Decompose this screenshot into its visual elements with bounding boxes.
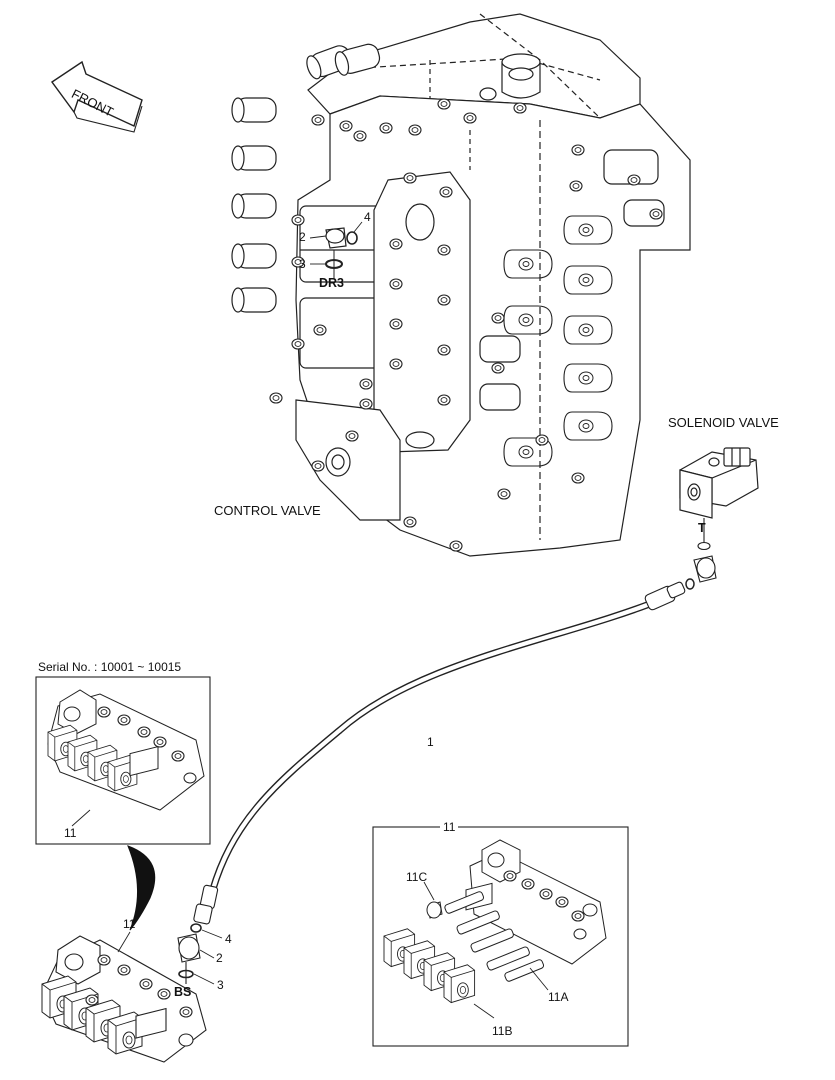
callout-main-11: 11 (123, 917, 136, 931)
hose-drawing (206, 596, 662, 901)
hose-end-fittings (193, 581, 686, 925)
callout-fitting-2: 2 (216, 951, 223, 965)
solenoid-valve-drawing (679, 447, 759, 519)
callout-box-11: 11 (440, 820, 459, 834)
port-t-label: T (698, 521, 706, 535)
control-valve-drawing (231, 13, 691, 557)
solenoid-valve-label: SOLENOID VALVE (668, 415, 779, 430)
callout-top-3: 3 (299, 257, 306, 271)
callout-fitting-3: 3 (217, 978, 224, 992)
callout-top-4: 4 (364, 210, 371, 224)
callout-part-11b: 11B (492, 1024, 513, 1038)
main-solenoid-block-drawing (41, 935, 207, 1063)
t-port-fitting-icon (685, 518, 717, 590)
callout-fitting-4: 4 (225, 932, 232, 946)
bs-fitting-icon (177, 923, 202, 984)
callout-part-11a: 11A (548, 990, 569, 1004)
callout-top-2: 2 (299, 230, 306, 244)
port-bs-label: BS (174, 985, 192, 999)
serial-number-label: Serial No. : 10001 ~ 10015 (38, 660, 182, 674)
transfer-arrow-icon (127, 845, 156, 931)
front-arrow-icon (51, 60, 143, 133)
inset-solenoid-block-drawing (47, 689, 205, 811)
port-dr3-label: DR3 (319, 276, 345, 290)
lower-callout-leaders (193, 929, 223, 985)
callout-inset-11: 11 (64, 826, 77, 840)
inset-leader-11 (71, 809, 91, 827)
callout-part-11c: 11C (406, 870, 428, 884)
top-callout-leaders (309, 221, 363, 265)
callout-hose-1: 1 (427, 735, 434, 749)
control-valve-label: CONTROL VALVE (214, 503, 321, 518)
exploded-leaders (423, 881, 549, 1019)
main-leader-11 (117, 931, 131, 953)
dr3-fitting-icon (325, 227, 358, 278)
exploded-cartridges (426, 891, 545, 982)
